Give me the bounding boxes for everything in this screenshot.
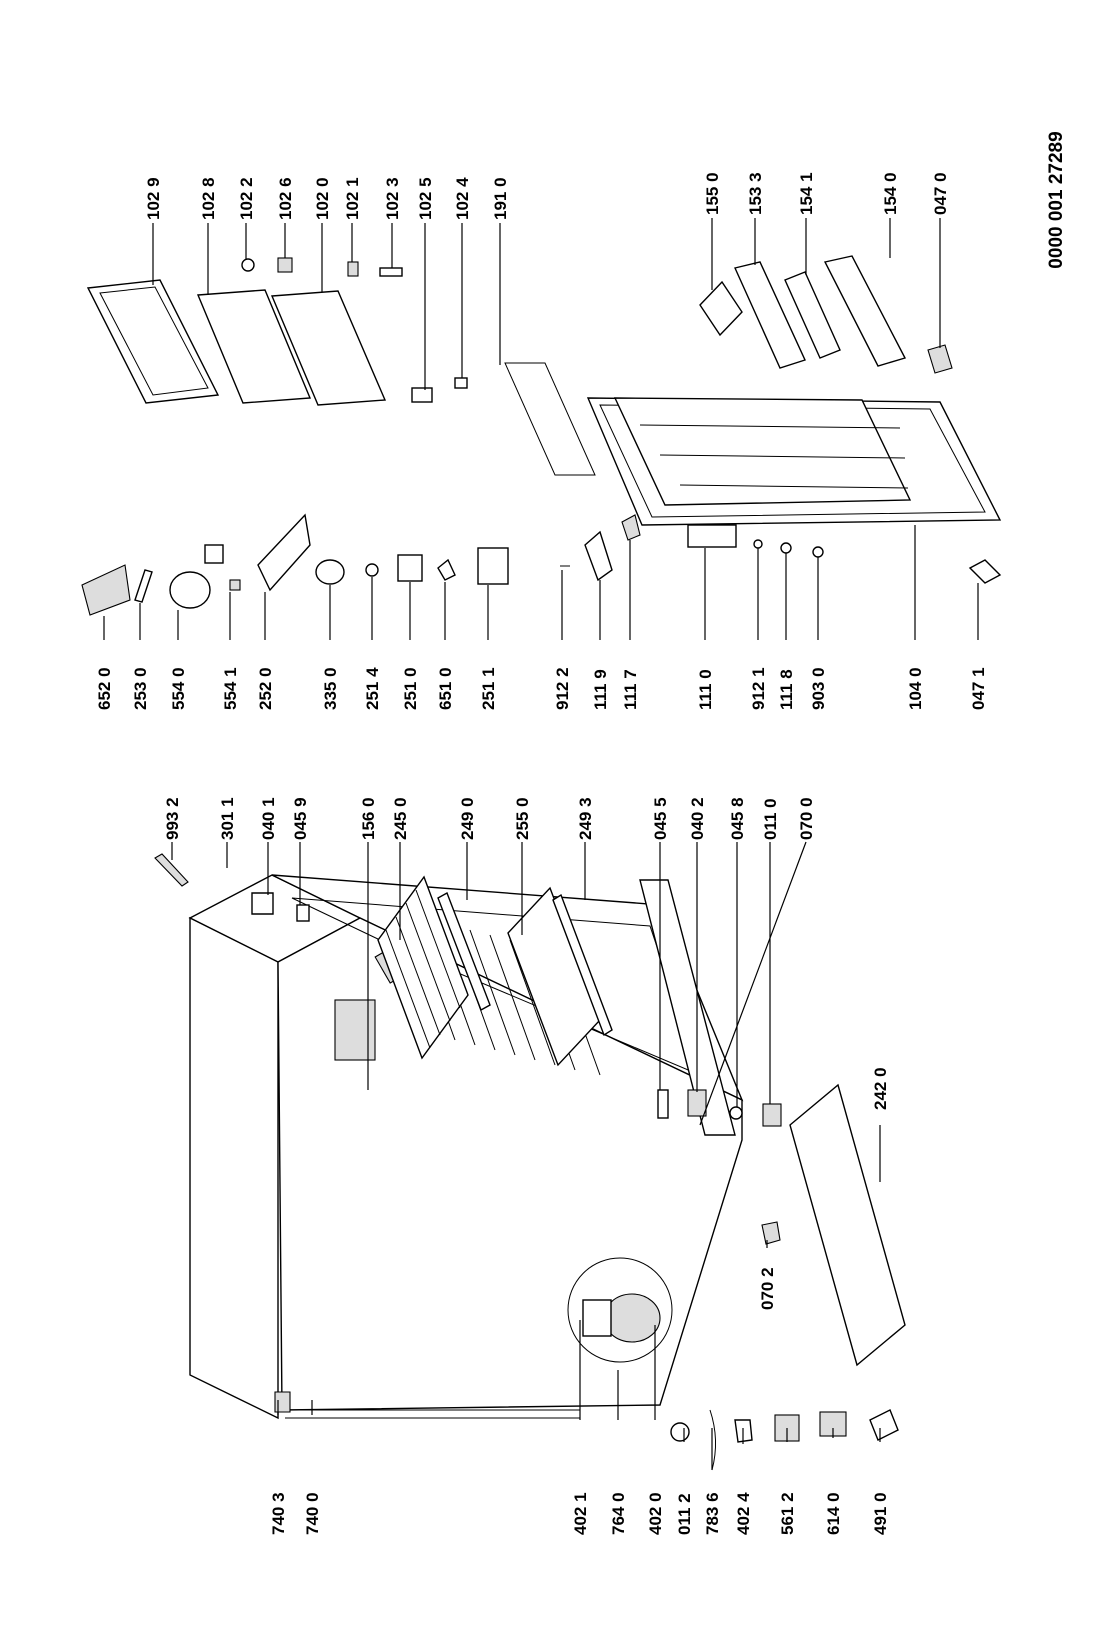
label-301-1: 301 1 <box>218 797 237 840</box>
label-255-0: 255 0 <box>513 797 532 840</box>
label-245-0: 245 0 <box>391 797 410 840</box>
label-402-1: 402 1 <box>571 1492 590 1535</box>
label-102-2: 102 2 <box>237 177 256 220</box>
label-783-6: 783 6 <box>703 1492 722 1535</box>
label-111-9: 111 9 <box>591 669 610 710</box>
label-070-2: 070 2 <box>758 1267 777 1310</box>
label-156-0: 156 0 <box>359 797 378 840</box>
label-740-0: 740 0 <box>303 1492 322 1535</box>
label-102-1: 102 1 <box>343 177 362 220</box>
label-047-0: 047 0 <box>931 172 950 215</box>
label-102-5: 102 5 <box>416 177 435 220</box>
label-153-3: 153 3 <box>746 172 765 215</box>
label-045-9: 045 9 <box>291 797 310 840</box>
door-bins <box>699 255 953 374</box>
label-491-0: 491 0 <box>871 1492 890 1535</box>
label-251-0: 251 0 <box>401 667 420 710</box>
label-154-0: 154 0 <box>881 172 900 215</box>
label-040-2: 040 2 <box>688 797 707 840</box>
label-111-7: 111 7 <box>621 669 640 710</box>
label-102-0: 102 0 <box>313 177 332 220</box>
label-912-1: 912 1 <box>749 667 768 710</box>
label-652-0: 652 0 <box>95 667 114 710</box>
label-561-2: 561 2 <box>778 1492 797 1535</box>
label-070-0: 070 0 <box>797 797 816 840</box>
label-335-0: 335 0 <box>321 667 340 710</box>
label-154-1: 154 1 <box>797 172 816 215</box>
label-740-3: 740 3 <box>269 1492 288 1535</box>
label-554-1: 554 1 <box>221 667 240 710</box>
leader-lines <box>103 218 979 1470</box>
label-554-0: 554 0 <box>169 667 188 710</box>
label-111-8: 111 8 <box>777 669 796 710</box>
label-045-8: 045 8 <box>728 797 747 840</box>
label-251-1: 251 1 <box>479 667 498 710</box>
freezer-shelves <box>86 257 468 406</box>
label-111-0: 111 0 <box>696 669 715 710</box>
label-251-4: 251 4 <box>363 667 382 710</box>
label-011-0: 011 0 <box>761 798 780 840</box>
label-102-8: 102 8 <box>199 177 218 220</box>
label-045-5: 045 5 <box>651 797 670 840</box>
document-number: 0000 001 27289 <box>1046 131 1067 268</box>
control-parts <box>81 513 509 616</box>
label-993-2: 993 2 <box>163 797 182 840</box>
label-402-4: 402 4 <box>734 1492 753 1535</box>
label-155-0: 155 0 <box>703 172 722 215</box>
label-249-0: 249 0 <box>458 797 477 840</box>
label-252-0: 252 0 <box>256 667 275 710</box>
part-labels: 993 2 301 1 040 1 045 9 156 0 245 0 249 … <box>95 172 988 1535</box>
label-102-6: 102 6 <box>276 177 295 220</box>
label-011-2: 011 2 <box>675 1493 694 1535</box>
label-903-0: 903 0 <box>809 667 828 710</box>
label-104-0: 104 0 <box>906 667 925 710</box>
label-402-0: 402 0 <box>646 1492 665 1535</box>
label-047-1: 047 1 <box>969 667 988 710</box>
label-102-3: 102 3 <box>383 177 402 220</box>
label-191-0: 191 0 <box>491 177 510 220</box>
label-614-0: 614 0 <box>824 1492 843 1535</box>
label-249-3: 249 3 <box>576 797 595 840</box>
door-assembly <box>504 362 1002 584</box>
label-102-4: 102 4 <box>453 177 472 220</box>
label-912-2: 912 2 <box>553 667 572 710</box>
label-040-1: 040 1 <box>259 797 278 840</box>
label-764-0: 764 0 <box>609 1492 628 1535</box>
label-102-9: 102 9 <box>144 177 163 220</box>
label-242-0: 242 0 <box>871 1067 890 1110</box>
label-651-0: 651 0 <box>436 667 455 710</box>
label-253-0: 253 0 <box>131 667 150 710</box>
